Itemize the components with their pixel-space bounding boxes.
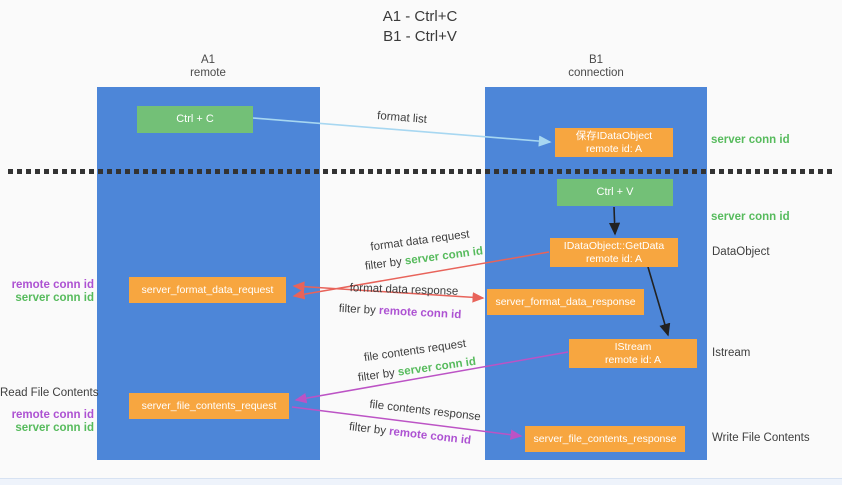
filter-by-remote-conn-id-label-1: filter by remote conn id xyxy=(338,302,462,322)
ctrl-c-label: Ctrl + C xyxy=(176,113,214,125)
istream-line2: remote id: A xyxy=(604,353,662,366)
node-idataobject-getdata: IDataObject::GetData remote id: A xyxy=(550,238,678,267)
ctrl-v-label: Ctrl + V xyxy=(596,186,634,198)
title-line-a1: A1 - Ctrl+C xyxy=(382,8,458,25)
title-line-b1: B1 - Ctrl+V xyxy=(383,28,457,45)
lane-a1-subtitle: remote xyxy=(190,67,226,79)
format-data-response-label: format data response xyxy=(349,282,459,298)
server-file-contents-request-label: server_file_contents_request xyxy=(141,399,277,412)
lane-header-a1: A1 remote xyxy=(148,54,268,80)
node-server-file-contents-response: server_file_contents_response xyxy=(525,426,685,452)
node-server-format-data-response: server_format_data_response xyxy=(487,289,644,315)
session-divider-dotted-line xyxy=(8,169,834,174)
file-contents-response-label: file contents response xyxy=(368,398,482,424)
node-save-idataobject: 保存IDataObject remote id: A xyxy=(555,128,673,157)
filter-by-remote-conn-id-label-2: filter by remote conn id xyxy=(348,421,472,447)
remote-conn-id-label-1: remote conn id xyxy=(11,279,94,291)
node-ctrl-v: Ctrl + V xyxy=(557,179,673,206)
server-conn-id-label-mid: server conn id xyxy=(711,211,790,223)
getdata-line1: IDataObject::GetData xyxy=(563,239,665,252)
dataobject-label: DataObject xyxy=(712,246,770,258)
lane-b1-name: B1 xyxy=(588,54,604,66)
server-conn-id-label-top: server conn id xyxy=(711,134,790,146)
lane-b1-subtitle: connection xyxy=(568,67,624,79)
server-conn-id-label-left-1: server conn id xyxy=(15,292,94,304)
save-idataobject-line1: 保存IDataObject xyxy=(575,129,653,142)
diagram-title: A1 - Ctrl+C B1 - Ctrl+V xyxy=(330,7,510,47)
node-server-file-contents-request: server_file_contents_request xyxy=(129,393,289,419)
node-istream: IStream remote id: A xyxy=(569,339,697,368)
remote-conn-id-label-2: remote conn id xyxy=(11,409,94,421)
istream-side-label: Istream xyxy=(712,347,751,359)
server-file-contents-response-label: server_file_contents_response xyxy=(533,432,677,445)
read-file-contents-label: Read File Contents xyxy=(0,387,99,399)
node-server-format-data-request: server_format_data_request xyxy=(129,277,286,303)
server-format-data-request-label: server_format_data_request xyxy=(141,283,274,296)
node-ctrl-c: Ctrl + C xyxy=(137,106,253,133)
lane-header-b1: B1 connection xyxy=(536,54,656,80)
istream-line1: IStream xyxy=(614,340,652,353)
format-list-label: format list xyxy=(376,110,428,126)
server-format-data-response-label: server_format_data_response xyxy=(495,295,636,308)
bottom-edge-strip xyxy=(0,478,842,485)
write-file-contents-label: Write File Contents xyxy=(712,432,810,444)
save-idataobject-line2: remote id: A xyxy=(585,142,642,155)
server-conn-id-label-left-2: server conn id xyxy=(15,422,94,434)
getdata-line2: remote id: A xyxy=(585,252,642,265)
lane-a1-name: A1 xyxy=(200,54,216,66)
